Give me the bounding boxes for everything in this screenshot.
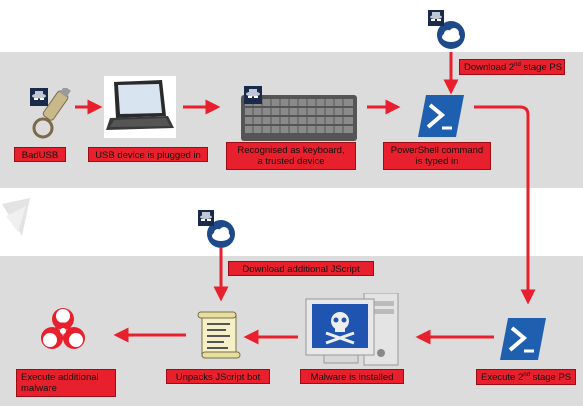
label-execute-line1: Execute additional [21, 372, 99, 383]
label-badusb: BadUSB [14, 147, 66, 162]
cloud-icon [207, 220, 235, 248]
spy-icon [198, 210, 214, 226]
logo-watermark-icon [2, 198, 30, 236]
label-keyboard: Recognised as keyboard, a trusted device [226, 142, 356, 170]
spy-icon [244, 86, 262, 104]
label-keyboard-line1: Recognised as keyboard, [237, 145, 345, 156]
label-ps-line2: is typed in [415, 156, 459, 167]
label-execute-ps-sup: nd [523, 371, 530, 378]
laptop-icon [104, 76, 176, 138]
label-powershell-typed: PowerShell command is typed in [383, 142, 491, 170]
label-execute-2nd-stage: Execute 2nd stage PS [476, 369, 576, 385]
label-download-jscript: Download additional JScript [228, 261, 374, 276]
label-unpacks-jscript: Unpacks JScript bot [166, 369, 270, 384]
label-download-ps-sup: nd [514, 61, 521, 68]
computer-skull-icon [305, 293, 399, 366]
usb-stick-icon [32, 88, 71, 139]
label-malware-installed: Malware is installed [300, 369, 404, 384]
label-usb-plugged: USB device is plugged in [88, 147, 208, 162]
label-keyboard-line2: a trusted device [257, 156, 325, 167]
label-download-ps-prefix: Download 2 [464, 62, 515, 73]
label-execute-ps-prefix: Execute 2 [481, 372, 524, 383]
label-ps-line1: PowerShell command [390, 145, 484, 156]
powershell-icon [500, 318, 546, 360]
script-icon [197, 311, 241, 359]
spy-icon [30, 88, 48, 106]
keyboard-icon [241, 95, 357, 141]
cloud-icon [437, 21, 465, 49]
powershell-icon [418, 95, 464, 137]
biohazard-icon [41, 308, 85, 349]
arrow-ps-to-execute [474, 105, 536, 305]
label-execute-line2: malware [21, 383, 57, 394]
spy-icon [428, 10, 444, 26]
label-execute-ps-suffix: stage PS [529, 372, 572, 383]
label-execute-additional: Execute additional malware [16, 369, 116, 397]
label-download-ps-suffix: stage PS [520, 62, 563, 73]
label-download-2nd-stage: Download 2nd stage PS [459, 59, 565, 75]
